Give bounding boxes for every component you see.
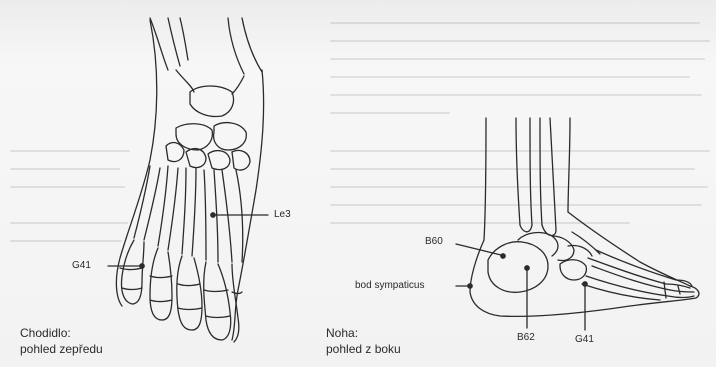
front-view-caption-line1: Chodidlo: bbox=[20, 326, 71, 341]
side-view-caption-line2: pohled z boku bbox=[326, 342, 401, 357]
front-view-caption-line2: pohled zepředu bbox=[20, 342, 103, 357]
point-label-g41-side: G41 bbox=[575, 334, 594, 346]
side-view-caption-line1: Noha: bbox=[326, 326, 358, 341]
point-label-b62: B62 bbox=[517, 332, 535, 344]
point-label-g41-front: G41 bbox=[72, 260, 91, 272]
front-view-foot-drawing bbox=[108, 18, 268, 342]
side-view-foot-drawing bbox=[456, 118, 699, 330]
point-label-le3: Le3 bbox=[274, 209, 291, 221]
point-label-bod-sympaticus: bod sympaticus bbox=[355, 280, 424, 292]
point-label-b60: B60 bbox=[425, 236, 443, 248]
